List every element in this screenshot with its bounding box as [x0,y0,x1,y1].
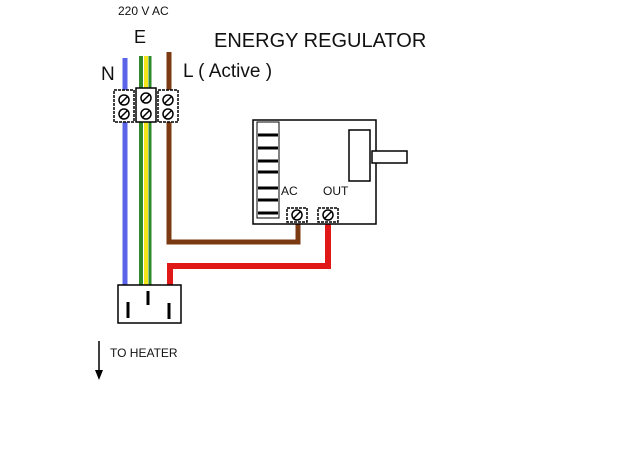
output-wire [167,222,331,285]
active-wire [166,52,301,245]
diagram-title: ENERGY REGULATOR [214,30,427,52]
earth-label: E [134,27,147,47]
regulator-contacts [258,133,278,215]
supply-label: 220 V AC [118,4,169,18]
heater-socket [117,284,182,324]
active-label: L ( Active ) [183,61,273,82]
arrow-down-icon [95,341,103,380]
terminal-out [317,207,339,223]
energy-regulator [252,119,408,225]
terminal-ac-label: AC [281,184,298,198]
terminal-out-label: OUT [323,184,349,198]
neutral-label: N [101,64,115,85]
terminal-block [113,87,179,123]
terminal-ac [286,207,308,223]
regulator-cam [348,129,371,182]
heater-label: TO HEATER [110,346,178,360]
regulator-shaft [371,150,408,164]
